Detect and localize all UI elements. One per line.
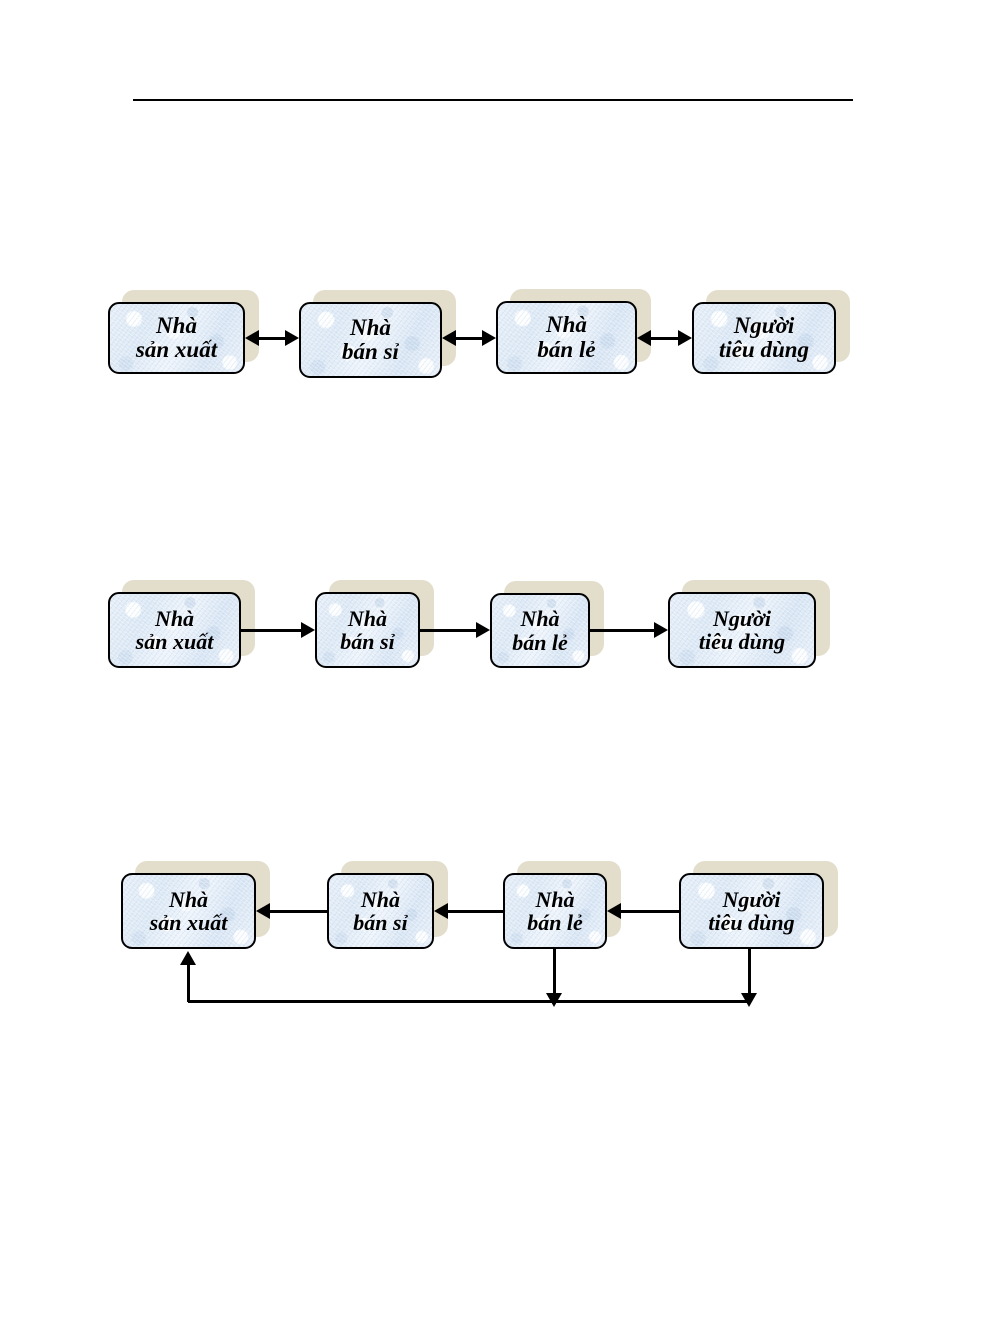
connector-line <box>590 629 654 632</box>
node-face: Nhà sản xuất <box>108 302 245 374</box>
header-rule <box>133 99 853 101</box>
node-label: Nhà sản xuất <box>135 605 214 654</box>
arrow-right-icon <box>285 330 299 346</box>
arrow-right-icon <box>476 622 490 638</box>
connector-line <box>241 629 301 632</box>
node-retailer[interactable]: Nhà bán lẻ <box>496 289 651 374</box>
node-consumer[interactable]: Người tiêu dùng <box>668 580 830 668</box>
arrow-left-icon <box>245 330 259 346</box>
node-face: Nhà bán sỉ <box>299 302 442 378</box>
connector-line <box>187 965 190 1002</box>
node-face: Nhà bán sỉ <box>315 592 420 668</box>
node-wholesaler[interactable]: Nhà bán sỉ <box>299 290 456 378</box>
arrow-right-icon <box>482 330 496 346</box>
node-manufacturer[interactable]: Nhà sản xuất <box>121 861 270 949</box>
node-label: Nhà bán lẻ <box>537 312 596 362</box>
node-retailer[interactable]: Nhà bán lẻ <box>503 861 621 949</box>
connector-line <box>553 949 556 995</box>
node-label: Nhà bán sỉ <box>340 605 395 654</box>
node-label: Nhà bán lẻ <box>512 606 568 655</box>
diagram-reverse-channel-flow: Nhà sản xuất Nhà bán sỉ Nhà bán lẻ <box>0 845 988 1035</box>
arrow-right-icon <box>678 330 692 346</box>
node-label: Người tiêu dùng <box>698 605 786 654</box>
node-manufacturer[interactable]: Nhà sản xuất <box>108 290 259 374</box>
node-face: Người tiêu dùng <box>668 592 816 668</box>
arrow-right-icon <box>654 622 668 638</box>
node-face: Nhà sản xuất <box>108 592 241 668</box>
node-manufacturer[interactable]: Nhà sản xuất <box>108 580 255 668</box>
diagram-forward-channel-flow: Nhà sản xuất Nhà bán sỉ Nhà bán lẻ <box>0 560 988 700</box>
node-label: Người tiêu dùng <box>708 886 795 935</box>
node-retailer[interactable]: Nhà bán lẻ <box>490 581 604 668</box>
connector-line <box>651 337 678 340</box>
feedback-bus-line <box>188 1000 750 1003</box>
node-face: Nhà bán lẻ <box>496 301 637 374</box>
arrow-left-icon <box>256 903 270 919</box>
arrow-left-icon <box>434 903 448 919</box>
connector-line <box>621 910 679 913</box>
node-face: Người tiêu dùng <box>679 873 824 949</box>
arrow-left-icon <box>637 330 651 346</box>
diagram-two-way-channel-flow: Nhà sản xuất Nhà bán sỉ Nhà bán lẻ <box>0 270 988 410</box>
arrow-left-icon <box>607 903 621 919</box>
node-wholesaler[interactable]: Nhà bán sỉ <box>315 580 434 668</box>
node-wholesaler[interactable]: Nhà bán sỉ <box>327 861 448 949</box>
node-label: Nhà sản xuất <box>135 312 218 362</box>
connector-line <box>456 337 482 340</box>
connector-line <box>420 629 476 632</box>
node-consumer[interactable]: Người tiêu dùng <box>692 290 850 374</box>
connector-line <box>259 337 285 340</box>
arrow-up-icon <box>180 951 196 965</box>
node-label: Nhà bán sỉ <box>353 886 408 935</box>
arrow-right-icon <box>301 622 315 638</box>
node-label: Người tiêu dùng <box>718 312 810 362</box>
node-face: Nhà sản xuất <box>121 873 256 949</box>
connector-line <box>270 910 327 913</box>
node-face: Người tiêu dùng <box>692 302 836 374</box>
node-face: Nhà bán lẻ <box>503 873 607 949</box>
node-label: Nhà bán lẻ <box>527 886 583 935</box>
node-face: Nhà bán sỉ <box>327 873 434 949</box>
connector-line <box>448 910 503 913</box>
node-consumer[interactable]: Người tiêu dùng <box>679 861 838 949</box>
connector-line <box>748 949 751 995</box>
node-label: Nhà bán sỉ <box>342 314 399 364</box>
node-face: Nhà bán lẻ <box>490 593 590 668</box>
node-label: Nhà sản xuất <box>149 886 228 935</box>
arrow-left-icon <box>442 330 456 346</box>
